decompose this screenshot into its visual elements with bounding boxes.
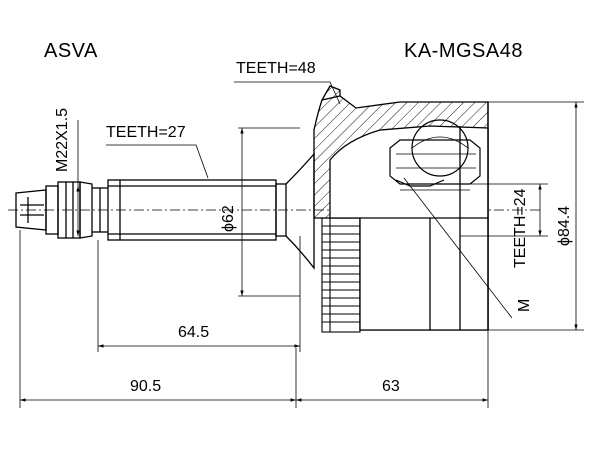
brand-label: ASVA	[44, 40, 98, 62]
spline-teeth-label: TEETH=27	[106, 124, 186, 141]
part-number-label: KA-MGSA48	[404, 40, 523, 62]
abs-tone-ring	[321, 217, 361, 333]
dim-90-5: 90.5	[130, 378, 162, 395]
inner-teeth-label: TEETH=24	[512, 188, 529, 268]
thread-size-label: M22X1.5	[54, 107, 71, 172]
bore-diameter-label: ϕ62	[220, 205, 237, 232]
outer-diameter-label: ϕ84.4	[556, 205, 573, 246]
threaded-stub	[15, 181, 108, 239]
mark-m-label: M	[516, 298, 533, 312]
inner-race-and-ball	[389, 119, 481, 191]
dimension-lines	[19, 81, 584, 408]
dim-63: 63	[382, 378, 400, 395]
abs-teeth-label: TEETH=48	[236, 60, 316, 77]
dim-64-5: 64.5	[178, 324, 210, 341]
splined-shaft	[107, 152, 315, 270]
outer-housing	[313, 85, 489, 331]
